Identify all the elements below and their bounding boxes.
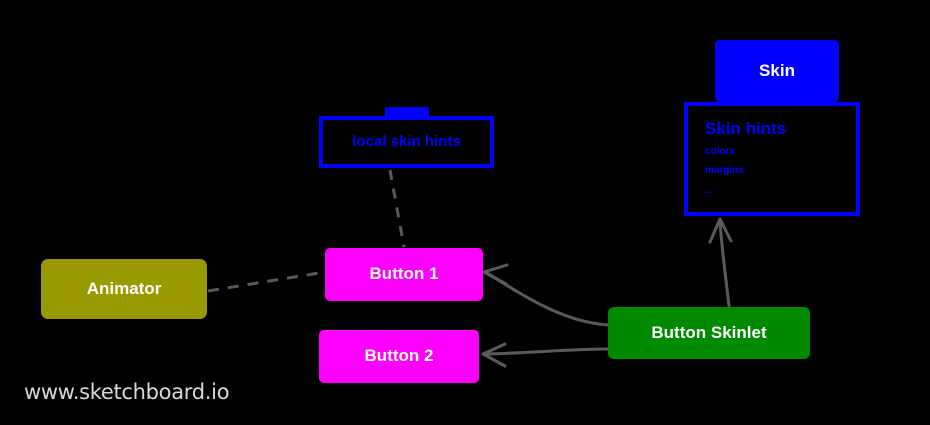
edge-local-skin-hints-to-button-1	[388, 169, 406, 248]
edge-skinlet-to-button-1	[485, 271, 610, 327]
node-animator-label: Animator	[86, 278, 162, 298]
arrowhead-skin-hints	[708, 217, 733, 244]
node-skin-label: Skin	[759, 60, 795, 80]
node-button-1[interactable]: Button 1	[325, 248, 483, 301]
node-animator[interactable]: Animator	[41, 259, 207, 319]
node-button-skinlet-label: Button Skinlet	[651, 322, 767, 342]
node-skin-hints[interactable]: Skin hints colors margins ...	[684, 102, 860, 216]
skin-hints-title: Skin hints	[705, 119, 787, 138]
edge-skinlet-to-button-2	[484, 347, 610, 356]
arrowhead-button-2	[481, 342, 507, 368]
node-button-2-label: Button 2	[364, 346, 434, 366]
arrowhead-button-1	[482, 263, 509, 286]
node-tab-icon	[384, 107, 429, 118]
node-local-skin-hints-label: local skin hints	[352, 132, 461, 150]
watermark: www.sketchboard.io	[24, 380, 230, 404]
skin-hints-item-ellipsis: ...	[705, 184, 714, 196]
node-button-1-label: Button 1	[369, 264, 439, 284]
node-local-skin-hints[interactable]: local skin hints	[319, 107, 494, 168]
node-button-2[interactable]: Button 2	[319, 330, 479, 383]
edge-skinlet-to-skin-hints	[718, 220, 731, 308]
node-button-skinlet[interactable]: Button Skinlet	[608, 307, 810, 359]
edge-animator-to-button-1	[207, 270, 326, 293]
skin-hints-item-colors: colors	[705, 145, 736, 157]
skin-hints-item-margins: margins	[705, 165, 744, 177]
node-skin[interactable]: Skin	[715, 40, 839, 102]
